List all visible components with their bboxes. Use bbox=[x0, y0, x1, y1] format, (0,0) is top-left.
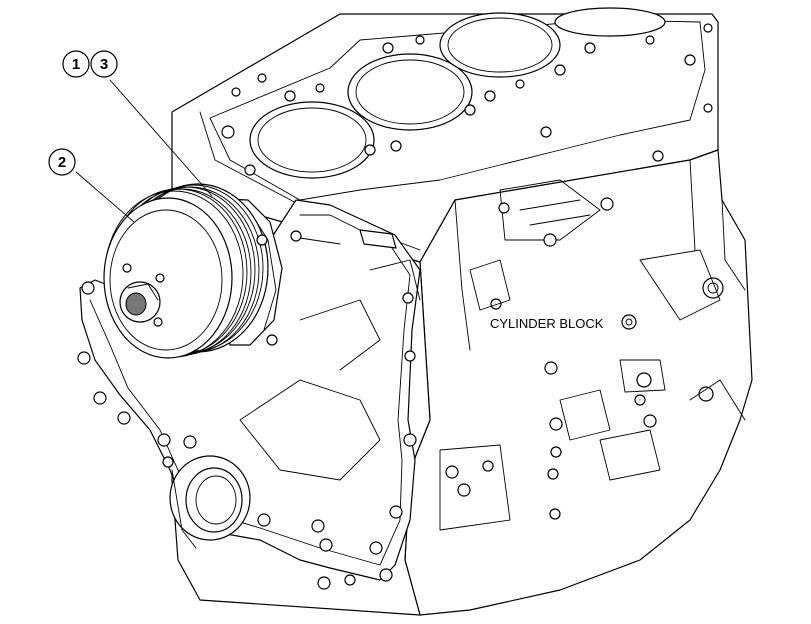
deck-holes bbox=[221, 23, 713, 176]
cylinder-block-label: CYLINDER BLOCK bbox=[490, 316, 604, 331]
callout-3: 3 bbox=[90, 50, 118, 78]
callout-2: 2 bbox=[48, 148, 76, 176]
callout-1: 1 bbox=[62, 50, 90, 78]
callout-2-label: 2 bbox=[58, 154, 66, 171]
callout-1-label: 1 bbox=[72, 56, 80, 73]
callout-leaders bbox=[75, 79, 213, 223]
water-pump-pulley bbox=[103, 183, 302, 359]
front-cover bbox=[77, 199, 421, 590]
callout-3-label: 3 bbox=[100, 56, 108, 73]
